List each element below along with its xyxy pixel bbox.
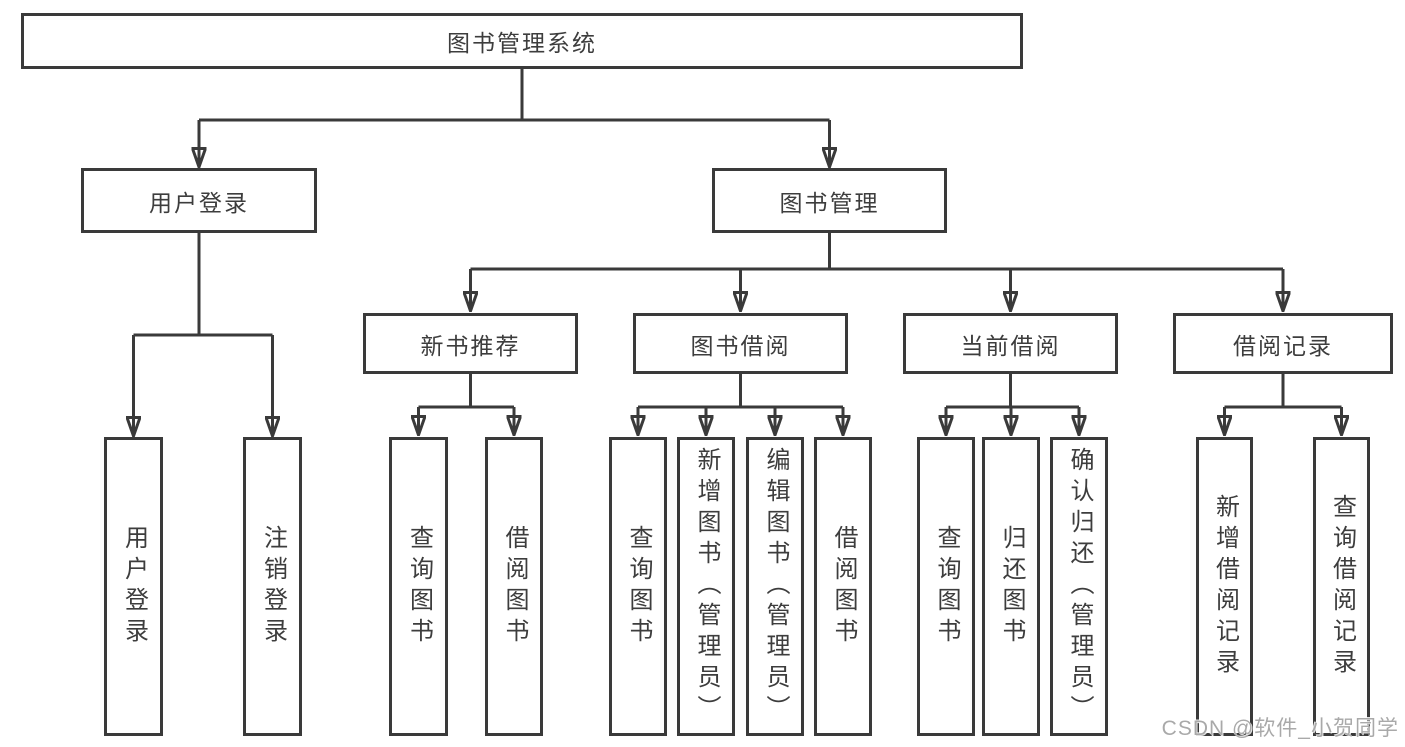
leaf-cb-query-book-label: 查询图书 xyxy=(933,524,960,649)
leaf-cb-confirm-return-label: 确认归还（管理员） xyxy=(1066,447,1093,726)
leaf-br-add-record-label: 新增借阅记录 xyxy=(1211,493,1239,680)
leaf-cb-return-book-label: 归还图书 xyxy=(998,524,1025,649)
node-book-management: 图书管理 xyxy=(712,168,947,233)
leaf-user-login: 用户登录 xyxy=(104,437,163,736)
leaf-br-query-record: 查询借阅记录 xyxy=(1313,437,1370,736)
node-borrow-record: 借阅记录 xyxy=(1173,313,1393,374)
node-root-label: 图书管理系统 xyxy=(447,30,597,56)
node-user-login: 用户登录 xyxy=(81,168,317,233)
leaf-cb-query-book: 查询图书 xyxy=(917,437,975,736)
leaf-logout-label: 注销登录 xyxy=(259,524,287,649)
node-new-book-recommend: 新书推荐 xyxy=(363,313,578,374)
node-book-management-label: 图书管理 xyxy=(779,189,880,216)
leaf-bb-edit-book-label: 编辑图书（管理员） xyxy=(762,447,789,726)
leaf-bb-query-book-label: 查询图书 xyxy=(625,524,652,649)
leaf-bb-add-book: 新增图书（管理员） xyxy=(677,437,735,736)
node-book-borrow: 图书借阅 xyxy=(633,313,848,374)
leaf-bb-query-book: 查询图书 xyxy=(609,437,667,736)
leaf-bb-add-book-label: 新增图书（管理员） xyxy=(693,447,720,726)
leaf-bb-borrow-book-label: 借阅图书 xyxy=(830,524,857,649)
leaf-nbr-borrow-book: 借阅图书 xyxy=(485,437,543,736)
node-user-login-label: 用户登录 xyxy=(149,189,249,216)
leaf-user-login-label: 用户登录 xyxy=(120,524,148,649)
leaf-bb-borrow-book: 借阅图书 xyxy=(814,437,872,736)
node-new-book-recommend-label: 新书推荐 xyxy=(420,332,521,359)
node-current-borrow: 当前借阅 xyxy=(903,313,1118,374)
csdn-watermark: CSDN @软件_小贺同学 xyxy=(1161,717,1399,740)
node-borrow-record-label: 借阅记录 xyxy=(1233,332,1333,359)
leaf-nbr-query-book-label: 查询图书 xyxy=(405,524,433,649)
node-root: 图书管理系统 xyxy=(21,13,1023,69)
leaf-nbr-query-book: 查询图书 xyxy=(389,437,448,736)
leaf-bb-edit-book: 编辑图书（管理员） xyxy=(746,437,804,736)
leaf-cb-confirm-return: 确认归还（管理员） xyxy=(1050,437,1108,736)
leaf-cb-return-book: 归还图书 xyxy=(982,437,1040,736)
node-current-borrow-label: 当前借阅 xyxy=(960,332,1061,359)
leaf-logout: 注销登录 xyxy=(243,437,302,736)
leaf-br-add-record: 新增借阅记录 xyxy=(1196,437,1253,736)
node-book-borrow-label: 图书借阅 xyxy=(690,332,791,359)
leaf-br-query-record-label: 查询借阅记录 xyxy=(1328,493,1356,680)
leaf-nbr-borrow-book-label: 借阅图书 xyxy=(501,524,528,649)
